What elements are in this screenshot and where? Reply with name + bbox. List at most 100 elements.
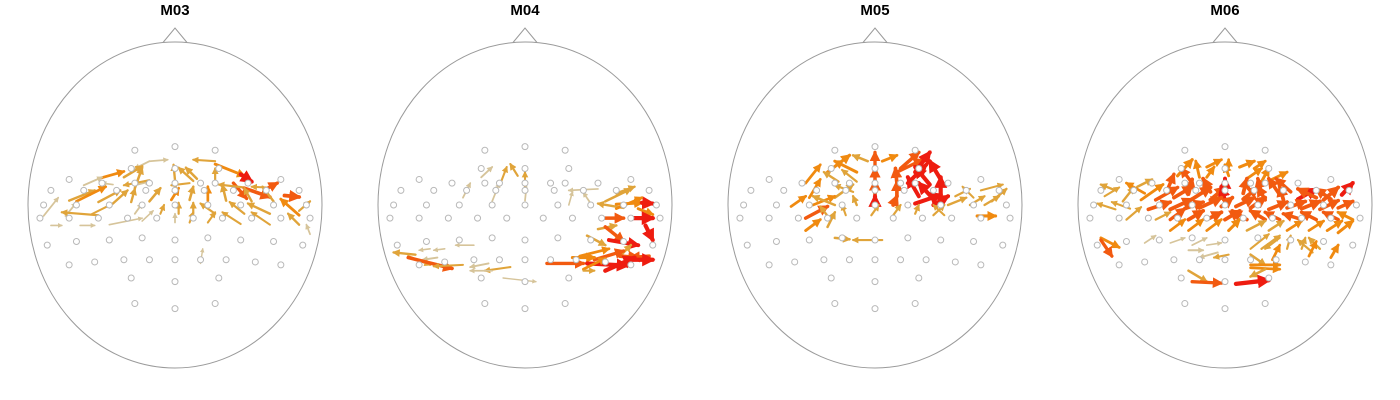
electrode bbox=[977, 261, 985, 269]
connectivity-arrow bbox=[1186, 208, 1206, 222]
electrode bbox=[211, 146, 219, 154]
electrode bbox=[127, 274, 135, 282]
connectivity-arrow bbox=[1099, 236, 1121, 249]
connectivity-arrow bbox=[82, 176, 104, 187]
connectivity-arrow bbox=[148, 157, 169, 163]
connectivity-arrow bbox=[1168, 197, 1195, 212]
connectivity-arrow bbox=[1168, 218, 1187, 232]
electrode bbox=[171, 305, 179, 313]
electrode bbox=[1221, 143, 1229, 151]
connectivity-arrow bbox=[826, 210, 837, 229]
connectivity-arrow bbox=[60, 209, 100, 217]
electrode bbox=[521, 256, 529, 264]
electrode bbox=[951, 258, 959, 266]
electrode bbox=[995, 186, 1003, 194]
electrode bbox=[270, 238, 278, 245]
electrode bbox=[521, 186, 529, 194]
electrode bbox=[904, 201, 912, 209]
connectivity-arrow bbox=[582, 191, 592, 205]
electrode bbox=[970, 201, 978, 209]
electrode bbox=[299, 241, 307, 249]
electrode bbox=[747, 186, 755, 194]
electrode bbox=[1298, 214, 1306, 222]
electrode bbox=[1221, 165, 1229, 172]
panel-title-m03: M03 bbox=[160, 2, 190, 19]
electrode bbox=[871, 179, 879, 187]
electrode bbox=[871, 165, 879, 172]
electrode bbox=[430, 186, 438, 194]
electrode bbox=[277, 214, 285, 222]
electrode bbox=[565, 274, 573, 282]
electrode bbox=[627, 175, 635, 183]
connectivity-arrow bbox=[392, 249, 417, 257]
connectivity-arrow bbox=[1212, 253, 1230, 260]
electrode bbox=[80, 186, 88, 194]
electrode bbox=[842, 186, 850, 194]
electrode bbox=[772, 238, 780, 245]
connectivity-arrow bbox=[1249, 233, 1270, 250]
electrode bbox=[189, 214, 197, 222]
electrode bbox=[1221, 305, 1229, 313]
electrode bbox=[197, 256, 205, 264]
electrode bbox=[1272, 256, 1280, 264]
connectivity-arrow bbox=[191, 156, 217, 164]
electrode bbox=[495, 179, 503, 187]
electrode bbox=[587, 201, 595, 209]
connectivity-arrow bbox=[1099, 238, 1114, 258]
electrode bbox=[911, 146, 919, 154]
electrode bbox=[1247, 179, 1255, 187]
connectivity-arrow bbox=[1139, 183, 1165, 202]
electrode bbox=[612, 186, 620, 194]
electrode bbox=[1203, 214, 1211, 222]
electrode bbox=[36, 214, 44, 222]
electrode bbox=[393, 241, 401, 249]
scalp-map-m04 bbox=[377, 27, 673, 369]
electrode bbox=[922, 256, 930, 264]
electrode bbox=[999, 241, 1007, 249]
electrode bbox=[845, 256, 853, 264]
nose-marker bbox=[1212, 27, 1238, 43]
connectivity-arrow bbox=[432, 262, 464, 270]
electrode bbox=[831, 300, 839, 308]
electrode bbox=[1261, 300, 1269, 308]
connectivity-arrow bbox=[305, 223, 311, 236]
electrode bbox=[1148, 179, 1156, 187]
connectivity-arrow bbox=[898, 150, 921, 171]
electrode bbox=[1195, 256, 1203, 264]
connectivity-arrow bbox=[932, 203, 946, 217]
connectivity-arrow bbox=[67, 189, 97, 202]
connectivity-arrow bbox=[279, 197, 301, 217]
electrode bbox=[1177, 165, 1185, 172]
electrode bbox=[171, 256, 179, 264]
electrode bbox=[1247, 256, 1255, 264]
electrode bbox=[422, 201, 430, 209]
connectivity-arrow bbox=[1154, 211, 1172, 221]
electrode bbox=[1221, 186, 1229, 194]
electrode bbox=[871, 143, 879, 151]
electrode bbox=[805, 236, 813, 244]
electrode bbox=[1195, 179, 1203, 187]
electrode bbox=[970, 238, 978, 245]
connectivity-arrow bbox=[1205, 165, 1216, 179]
electrode bbox=[105, 201, 113, 209]
connectivity-arrow bbox=[1172, 184, 1195, 200]
electrode bbox=[937, 236, 945, 244]
electrode bbox=[94, 214, 102, 222]
electrode bbox=[120, 256, 128, 264]
connectivity-arrow bbox=[141, 210, 154, 222]
electrode bbox=[124, 214, 132, 222]
connectivity-arrow bbox=[42, 196, 60, 217]
electrode bbox=[845, 179, 853, 187]
electrode bbox=[1122, 201, 1130, 209]
electrode bbox=[897, 256, 905, 264]
electrode bbox=[929, 186, 937, 194]
electrode bbox=[780, 186, 788, 194]
electrode bbox=[871, 256, 879, 264]
electrode bbox=[455, 201, 463, 209]
connectivity-arrow bbox=[639, 196, 656, 210]
electrode bbox=[740, 201, 748, 209]
connectivity-arrow bbox=[1336, 199, 1355, 211]
panel-title-m06: M06 bbox=[1210, 2, 1240, 19]
electrode bbox=[911, 179, 919, 187]
electrode bbox=[539, 214, 547, 222]
